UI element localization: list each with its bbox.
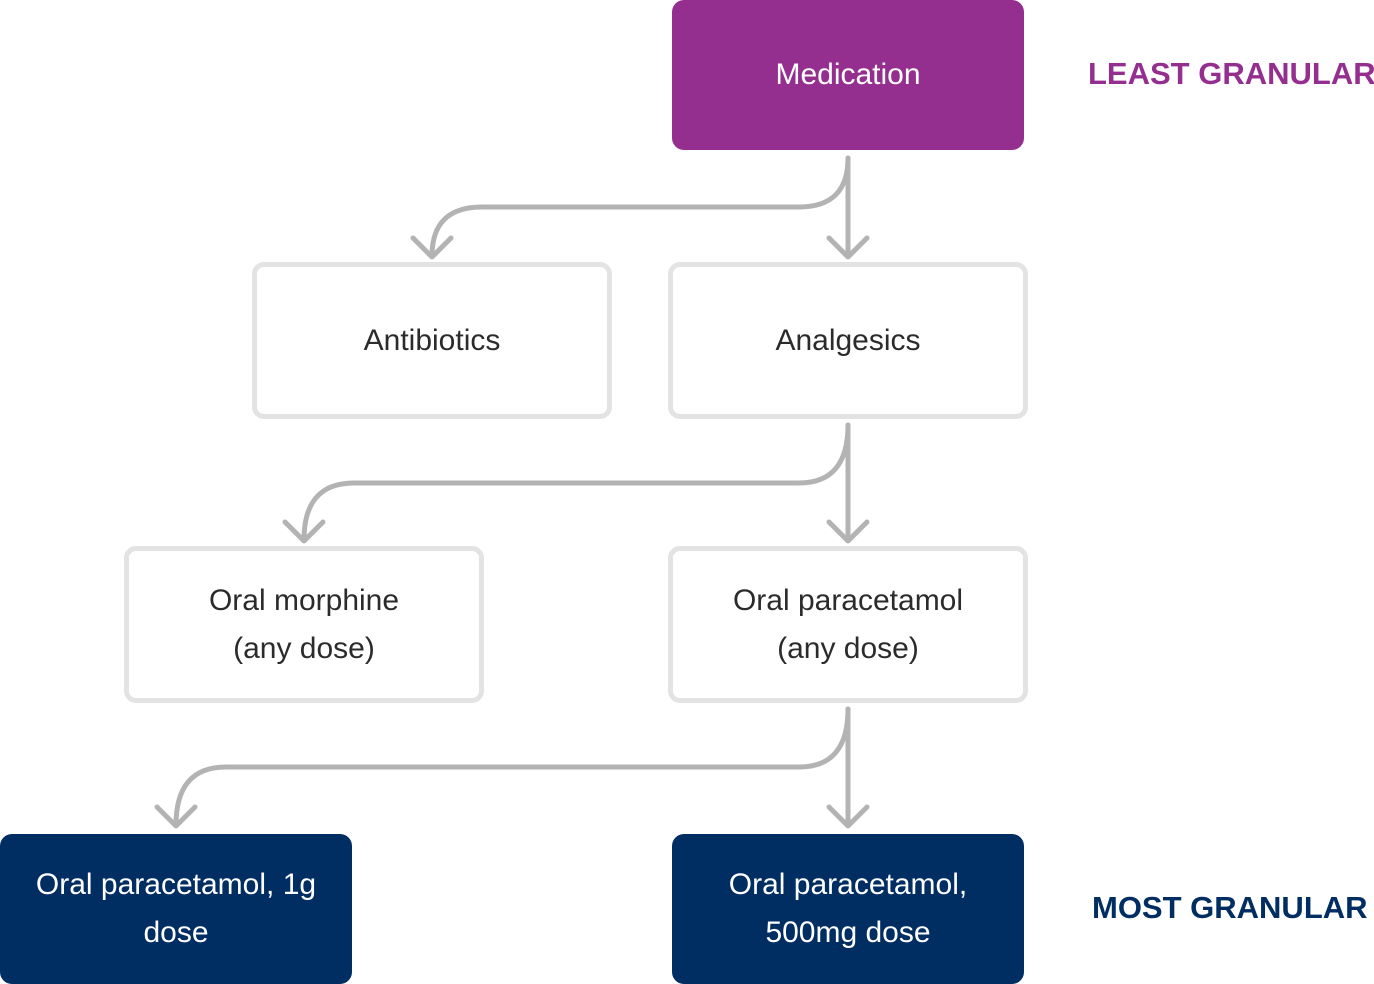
node-label-line1: Oral morphine bbox=[208, 583, 400, 617]
node-medication: Medication bbox=[672, 0, 1024, 150]
node-label-line2: dose bbox=[143, 916, 209, 949]
least-granular-label: LEAST GRANULAR bbox=[1088, 56, 1374, 91]
node-label-line2: 500mg dose bbox=[765, 916, 931, 949]
node-paracetamol-1g: Oral paracetamol, 1g dose bbox=[0, 834, 352, 984]
node-label-line1: Oral paracetamol, bbox=[728, 868, 968, 901]
arrow-medication-to-antibiotics bbox=[429, 155, 851, 259]
node-label-line2: (any dose) bbox=[777, 631, 919, 665]
most-granular-label: MOST GRANULAR bbox=[1092, 890, 1368, 925]
arrow-head-analgesics bbox=[826, 235, 870, 260]
node-label-line2: (any dose) bbox=[233, 631, 375, 665]
node-label: Analgesics bbox=[775, 323, 921, 357]
arrow-head-antibiotics bbox=[410, 235, 454, 260]
arrow-head-1g bbox=[154, 804, 198, 829]
arrow-head-500mg bbox=[826, 804, 870, 829]
node-oral-morphine: Oral morphine (any dose) bbox=[124, 546, 484, 703]
arrow-head-paracetamol bbox=[826, 519, 870, 544]
node-antibiotics: Antibiotics bbox=[252, 262, 612, 419]
node-oral-paracetamol: Oral paracetamol (any dose) bbox=[668, 546, 1028, 703]
node-label-line1: Oral paracetamol, 1g bbox=[35, 868, 317, 901]
arrow-paracetamol-to-1g bbox=[173, 706, 851, 828]
node-label-line1: Oral paracetamol bbox=[732, 583, 964, 617]
node-label: Antibiotics bbox=[363, 323, 501, 357]
arrow-head-morphine bbox=[282, 519, 326, 544]
node-label: Medication bbox=[775, 58, 921, 91]
node-analgesics: Analgesics bbox=[668, 262, 1028, 419]
arrow-analgesics-to-morphine bbox=[301, 422, 851, 543]
node-paracetamol-500mg: Oral paracetamol, 500mg dose bbox=[672, 834, 1024, 984]
